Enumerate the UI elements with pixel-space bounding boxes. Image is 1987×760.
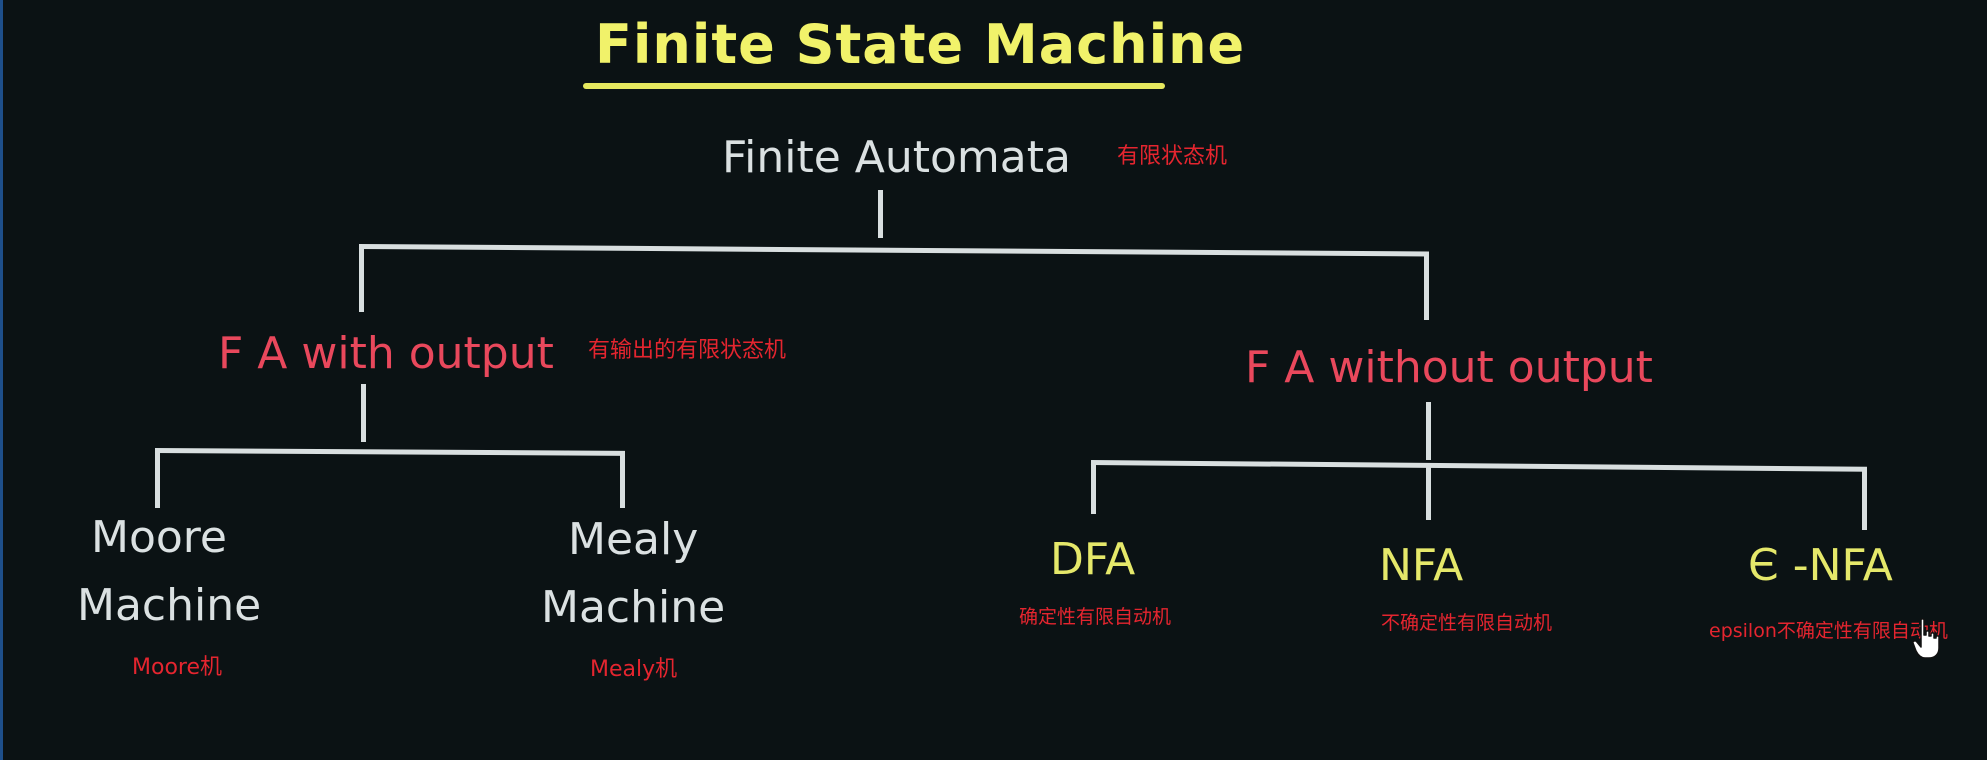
root-node-label: Finite Automata (722, 132, 1071, 183)
connector-without-output-horizontal (1090, 460, 1867, 472)
mealy-machine-label-line1: Mealy (568, 514, 699, 565)
moore-machine-label-line1: Moore (91, 512, 227, 563)
fa-without-output-label: F A without output (1245, 342, 1653, 393)
moore-machine-note: Moore机 (132, 655, 222, 680)
connector-level1-right-drop (1424, 252, 1429, 320)
root-node-note: 有限状态机 (1117, 144, 1228, 169)
connector-root-down (878, 190, 883, 238)
connector-without-output-down (1426, 402, 1431, 460)
nfa-note: 不确定性有限自动机 (1381, 612, 1553, 634)
connector-mealy-drop (620, 452, 625, 508)
connector-dfa-drop (1091, 462, 1096, 514)
window-edge (0, 0, 3, 760)
fa-with-output-label: F A with output (218, 328, 554, 379)
connector-with-output-horizontal (154, 448, 626, 456)
hand-pointer-icon (1912, 618, 1940, 659)
nfa-label: NFA (1379, 540, 1464, 591)
title-underline (583, 83, 1165, 89)
dfa-note: 确定性有限自动机 (1019, 606, 1172, 628)
moore-machine-label-line2: Machine (77, 580, 262, 631)
connector-with-output-down (361, 384, 366, 442)
diagram-title: Finite State Machine (595, 13, 1246, 76)
mealy-machine-note: Mealy机 (590, 657, 678, 682)
connector-level1-horizontal (358, 244, 1429, 257)
dfa-label: DFA (1050, 534, 1136, 585)
connector-enfa-drop (1862, 468, 1867, 530)
epsilon-nfa-label: Є -NFA (1748, 540, 1893, 591)
connector-moore-drop (155, 450, 160, 508)
mealy-machine-label-line2: Machine (541, 582, 726, 633)
fa-with-output-note: 有输出的有限状态机 (588, 338, 787, 363)
epsilon-nfa-note: epsilon不确定性有限自动机 (1709, 620, 1948, 642)
connector-nfa-drop (1426, 464, 1431, 520)
connector-level1-left-drop (359, 246, 364, 312)
